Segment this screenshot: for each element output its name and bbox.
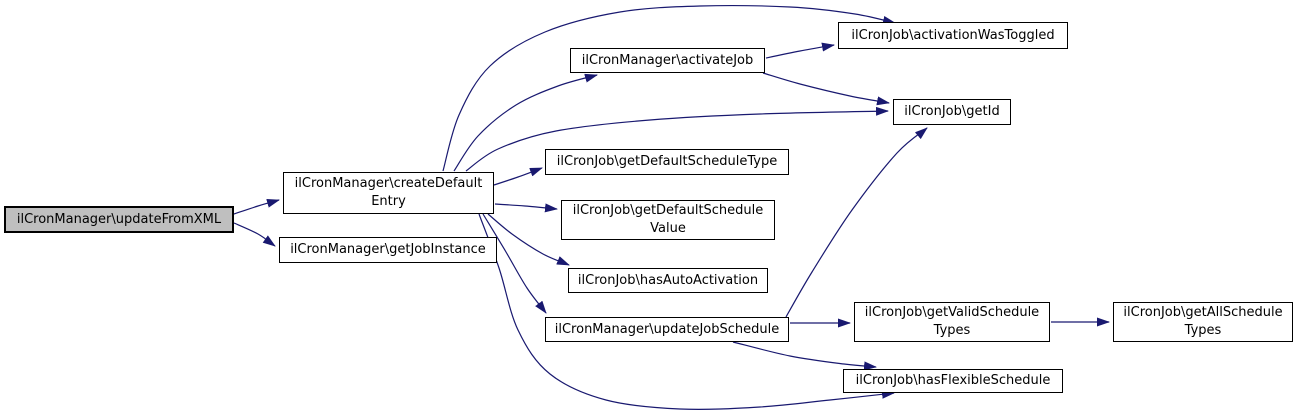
- node-label: ilCronJob\getDefaultSchedule: [572, 203, 764, 218]
- node-label: Types: [1184, 323, 1222, 338]
- node-label: Value: [650, 221, 686, 236]
- node-label: ilCronManager\updateJobSchedule: [554, 321, 780, 337]
- edge-update-job-schedule-to-has-flexible-schedule: [732, 341, 877, 371]
- edge-update-from-xml-to-create-default-entry: [233, 198, 280, 215]
- edge-create-default-entry-to-get-default-schedule-type: [493, 167, 543, 186]
- node-label: ilCronManager\getJobInstance: [290, 242, 486, 257]
- node-has-flexible-schedule[interactable]: ilCronJob\hasFlexibleSchedule: [843, 369, 1063, 393]
- node-has-auto-activation[interactable]: ilCronJob\hasAutoActivation: [568, 268, 768, 293]
- node-label: ilCronManager\activateJob: [581, 52, 754, 68]
- edge-activate-job-to-activation-was-toggled: [765, 42, 835, 59]
- node-label: ilCronJob\getAllSchedule: [1123, 305, 1283, 320]
- node-label: ilCronJob\hasAutoActivation: [577, 272, 759, 288]
- edge-create-default-entry-to-activate-job: [453, 73, 598, 172]
- node-update-job-schedule[interactable]: ilCronManager\updateJobSchedule: [545, 317, 789, 342]
- node-label: ilCronJob\getValidSchedule: [864, 305, 1040, 320]
- node-label: ilCronJob\getId: [904, 104, 1000, 119]
- node-label: ilCronJob\activationWasToggled: [851, 27, 1055, 43]
- node-get-job-instance[interactable]: ilCronManager\getJobInstance: [279, 237, 497, 263]
- node-get-default-schedule-type[interactable]: ilCronJob\getDefaultScheduleType: [545, 149, 789, 175]
- edge-update-from-xml-to-get-job-instance: [233, 222, 276, 247]
- node-update-from-xml: ilCronManager\updateFromXML: [4, 206, 234, 233]
- edge-create-default-entry-to-get-id: [465, 106, 889, 172]
- node-label: ilCronManager\createDefault: [294, 176, 483, 191]
- node-label: ilCronJob\getDefaultScheduleType: [556, 154, 778, 169]
- edge-create-default-entry-to-activation-was-toggled: [442, 5, 896, 172]
- node-label: Types: [933, 323, 971, 338]
- edge-create-default-entry-to-update-job-schedule: [482, 213, 547, 314]
- edge-create-default-entry-to-get-default-schedule-value: [494, 203, 558, 213]
- node-activate-job[interactable]: ilCronManager\activateJob: [570, 48, 765, 73]
- edge-create-default-entry-to-has-flexible-schedule: [478, 213, 895, 411]
- edge-activate-job-to-get-id: [762, 72, 890, 106]
- node-activation-was-toggled[interactable]: ilCronJob\activationWasToggled: [838, 22, 1068, 49]
- edge-update-job-schedule-to-get-id: [785, 127, 928, 318]
- node-get-id[interactable]: ilCronJob\getId: [893, 99, 1011, 125]
- node-label: ilCronJob\hasFlexibleSchedule: [855, 373, 1051, 388]
- node-label: ilCronManager\updateFromXML: [16, 211, 222, 227]
- edge-create-default-entry-to-has-auto-activation: [487, 213, 570, 266]
- node-label: Entry: [371, 194, 406, 209]
